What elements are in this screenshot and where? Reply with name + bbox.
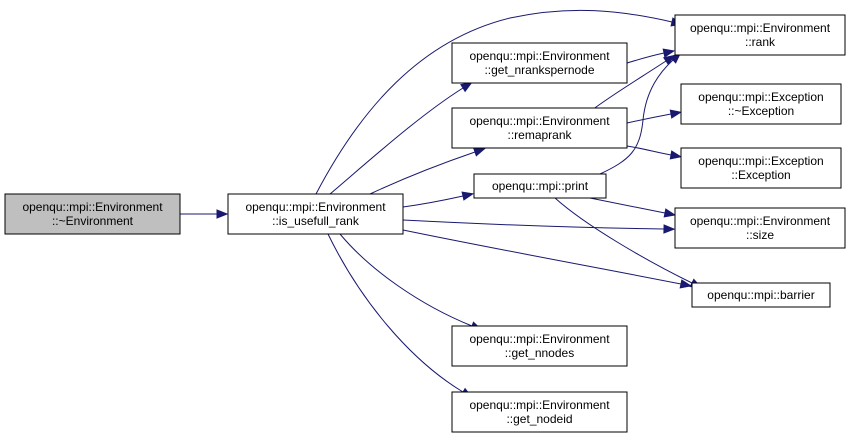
edge-line: [402, 219, 665, 230]
edge-line: [626, 145, 672, 156]
node-exc-dtor[interactable]: openqu::mpi::Exception::~Exception: [680, 83, 842, 125]
nodes-layer: openqu::mpi::Environment::~Environmentop…: [4, 14, 846, 433]
node-label-scope: openqu::mpi::Environment: [690, 214, 831, 228]
edge-line: [591, 60, 667, 111]
edge-remaprank-to-exc_dtor: [626, 109, 683, 124]
node-label-member: ::rank: [745, 35, 776, 49]
edge-print-to-size: [589, 197, 677, 218]
node-label-member: ::get_nodeid: [506, 412, 572, 426]
edge-is_usefull_rank-to-get_nrankspernode: [329, 81, 473, 195]
node-box[interactable]: [451, 107, 628, 149]
node-env-dtor[interactable]: openqu::mpi::Environment::~Environment: [4, 193, 181, 235]
node-get-nnodes[interactable]: openqu::mpi::Environment::get_nnodes: [451, 325, 628, 367]
arrowhead-icon: [216, 209, 229, 219]
node-label-member: ::size: [746, 228, 774, 242]
node-size[interactable]: openqu::mpi::Environment::size: [674, 207, 846, 249]
node-label-member: ::get_nnodes: [505, 346, 574, 360]
arrowhead-icon: [669, 150, 683, 160]
edge-line: [402, 195, 464, 208]
edge-is_usefull_rank-to-print: [402, 191, 475, 208]
node-box[interactable]: [680, 83, 842, 125]
node-label-scope: openqu::mpi::Environment: [469, 114, 610, 128]
edge-line: [329, 87, 464, 195]
arrowhead-icon: [460, 81, 473, 93]
node-get-nrankspernode[interactable]: openqu::mpi::Environment::get_nrankspern…: [451, 42, 628, 84]
node-box[interactable]: [4, 193, 181, 235]
node-label-member: ::remaprank: [507, 128, 572, 142]
node-label-scope: openqu::mpi::Environment: [469, 49, 610, 63]
edge-line: [369, 151, 476, 195]
node-label-scope: openqu::mpi::Environment: [22, 200, 163, 214]
node-label-scope: openqu::mpi::Exception: [698, 90, 823, 104]
node-box[interactable]: [451, 391, 628, 433]
edge-is_usefull_rank-to-rank: [315, 9, 684, 195]
node-print[interactable]: openqu::mpi::print: [473, 173, 607, 199]
edge-is_usefull_rank-to-remaprank: [369, 147, 486, 195]
edge-get_nrankspernode-to-rank: [626, 48, 676, 64]
node-label-member: ::get_nrankspernode: [484, 63, 594, 77]
node-label-scope: openqu::mpi::Environment: [690, 21, 831, 35]
edge-line: [315, 9, 673, 195]
node-box[interactable]: [451, 325, 628, 367]
edge-is_usefull_rank-to-barrier: [402, 229, 693, 289]
node-box[interactable]: [680, 147, 842, 189]
edge-is_usefull_rank-to-get_nodeid: [327, 233, 473, 398]
edge-line: [339, 233, 473, 327]
edge-line: [599, 59, 674, 175]
arrowhead-icon: [669, 109, 683, 119]
node-label-member: ::~Exception: [728, 104, 794, 118]
node-label-scope: openqu::mpi::Environment: [469, 332, 610, 346]
arrowhead-icon: [663, 224, 676, 234]
node-label-scope: openqu::mpi::Environment: [469, 398, 610, 412]
arrowhead-icon: [662, 48, 676, 58]
node-get-nodeid[interactable]: openqu::mpi::Environment::get_nodeid: [451, 391, 628, 433]
node-label-scope: openqu::mpi::Exception: [698, 154, 823, 168]
node-box[interactable]: [674, 14, 846, 56]
node-is-usefull-rank[interactable]: openqu::mpi::Environment::is_usefull_ran…: [227, 193, 404, 235]
node-label-member: ::~Environment: [52, 214, 134, 228]
arrowhead-icon: [472, 147, 486, 157]
node-label-scope: openqu::mpi::Environment: [245, 200, 386, 214]
node-box[interactable]: [691, 282, 831, 308]
arrowhead-icon: [663, 208, 677, 218]
node-box[interactable]: [451, 42, 628, 84]
node-label-member: ::is_usefull_rank: [272, 214, 360, 228]
edge-remaprank-to-exc_ctor: [626, 145, 683, 160]
edge-line: [626, 52, 665, 64]
edge-line: [554, 197, 693, 284]
node-box[interactable]: [473, 173, 607, 199]
edge-env_dtor-to-is_usefull_rank: [180, 209, 229, 219]
node-remaprank[interactable]: openqu::mpi::Environment::remaprank: [451, 107, 628, 149]
node-label-scope: openqu::mpi::print: [492, 179, 589, 193]
edge-line: [402, 229, 682, 285]
arrowhead-icon: [679, 279, 693, 289]
node-rank[interactable]: openqu::mpi::Environment::rank: [674, 14, 846, 56]
node-label-scope: openqu::mpi::barrier: [707, 288, 814, 302]
arrowhead-icon: [461, 191, 475, 201]
edge-line: [589, 197, 666, 214]
edge-line: [626, 113, 672, 124]
edge-is_usefull_rank-to-get_nnodes: [339, 233, 483, 331]
node-box[interactable]: [227, 193, 404, 235]
node-box[interactable]: [674, 207, 846, 249]
edge-is_usefull_rank-to-size: [402, 219, 676, 234]
node-label-member: ::Exception: [731, 168, 790, 182]
node-exc-ctor[interactable]: openqu::mpi::Exception::Exception: [680, 147, 842, 189]
node-barrier[interactable]: openqu::mpi::barrier: [691, 282, 831, 308]
edge-line: [327, 233, 464, 393]
